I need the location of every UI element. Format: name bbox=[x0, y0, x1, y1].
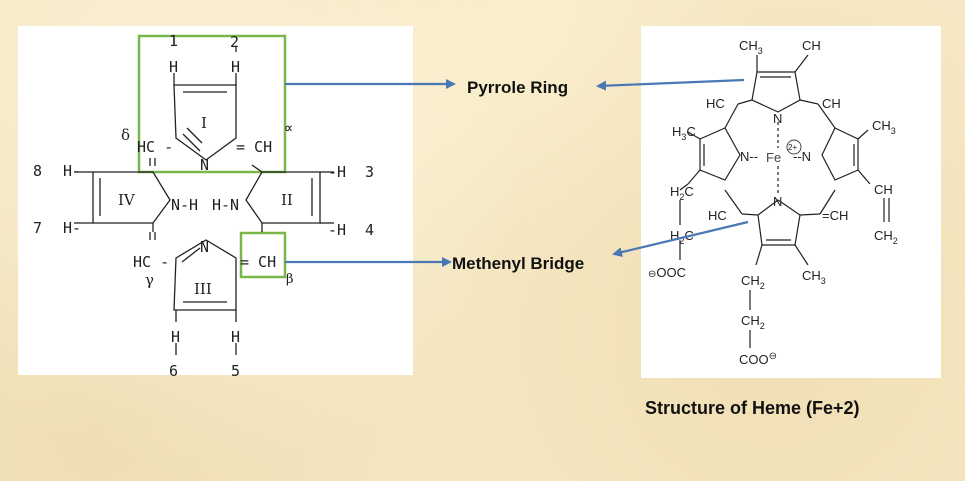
ring-label-ii: II bbox=[281, 191, 293, 209]
ring-label-i: I bbox=[201, 114, 207, 132]
ch2-vinyl: CH2 bbox=[874, 228, 898, 246]
fe-charge-circle bbox=[786, 139, 802, 155]
ring-label-iv: IV bbox=[118, 191, 136, 209]
ch2-bottom-1: CH2 bbox=[741, 273, 765, 291]
ch-vinyl: CH bbox=[874, 182, 893, 197]
methenyl-bridge-label: Methenyl Bridge bbox=[452, 254, 584, 273]
n-top: N bbox=[773, 111, 782, 126]
nh-ring-iv: N-H bbox=[171, 196, 198, 214]
h-atom-5: H bbox=[231, 328, 240, 346]
hc-bridge-top: HC bbox=[706, 96, 725, 111]
n-bottom: N bbox=[773, 194, 782, 209]
arrow-right-to-pyrrole-label bbox=[596, 78, 745, 91]
hc-top-left: HC - bbox=[137, 138, 173, 156]
coo-bottom: COO⊖ bbox=[739, 351, 777, 367]
ch3-right: CH3 bbox=[872, 118, 896, 136]
ooc-left: ⊖OOC bbox=[648, 265, 686, 280]
hc-bridge-bottom: HC bbox=[708, 208, 727, 223]
position-7: 7 bbox=[33, 219, 42, 237]
delta-symbol: δ bbox=[121, 126, 130, 144]
ch-bridge-bottom: =CH bbox=[822, 208, 848, 223]
ch-top-right: CH bbox=[802, 38, 821, 53]
position-5: 5 bbox=[231, 362, 240, 380]
ch-beta: = CH bbox=[240, 253, 276, 271]
h-dash-8: H- bbox=[63, 162, 81, 180]
hn-ring-ii: H-N bbox=[212, 196, 239, 214]
n-ring-i: N bbox=[200, 156, 209, 174]
position-3: 3 bbox=[365, 163, 374, 181]
fe-charge: 2+ bbox=[788, 143, 797, 152]
beta-symbol: β bbox=[286, 272, 294, 287]
gamma-symbol: γ bbox=[145, 271, 154, 289]
position-4: 4 bbox=[365, 221, 374, 239]
ch3-top-left: CH3 bbox=[739, 38, 763, 56]
position-1: 1 bbox=[169, 32, 178, 50]
pyrrole-ring-label: Pyrrole Ring bbox=[467, 78, 568, 97]
n-right-fe: --N bbox=[793, 149, 811, 164]
h2c-left: H2C bbox=[670, 184, 694, 202]
n-left-fe: N-- bbox=[740, 149, 758, 164]
caption-structure-of-heme: Structure of Heme (Fe+2) bbox=[645, 398, 860, 418]
h-atom-1: H bbox=[169, 58, 178, 76]
ch2-bottom-2: CH2 bbox=[741, 313, 765, 331]
ring-label-iii: III bbox=[194, 280, 212, 298]
right-heme-panel: CH3 CH HC CH N H3C CH3 N-- Fe 2+ --N H2C… bbox=[641, 26, 941, 378]
pyrrole-ring-highlight-box bbox=[137, 34, 287, 174]
h-atom-2: H bbox=[231, 58, 240, 76]
ch-bridge-top: CH bbox=[822, 96, 841, 111]
dash-h-4: -H bbox=[328, 221, 346, 239]
position-8: 8 bbox=[33, 162, 42, 180]
position-2: 2 bbox=[230, 33, 239, 51]
hc-bottom-left: HC - bbox=[133, 253, 169, 271]
left-structure-panel: 1 2 H H I δ HC - = CH ∝ N 8 H- -H 3 IV N… bbox=[18, 26, 413, 380]
n-ring-iii: N bbox=[200, 238, 209, 256]
h3c-left: H3C bbox=[672, 124, 696, 142]
arrow-right-to-methenyl-label bbox=[612, 220, 749, 258]
h-atom-6: H bbox=[171, 328, 180, 346]
ch3-bottom: CH3 bbox=[802, 268, 826, 286]
ch-top-right: = CH bbox=[236, 138, 272, 156]
methenyl-bridge-highlight-box bbox=[239, 231, 287, 279]
position-6: 6 bbox=[169, 362, 178, 380]
alpha-symbol: ∝ bbox=[284, 119, 293, 137]
fe-center: Fe bbox=[766, 150, 781, 165]
dash-h-3: -H bbox=[328, 163, 346, 181]
h-dash-7: H- bbox=[63, 219, 81, 237]
